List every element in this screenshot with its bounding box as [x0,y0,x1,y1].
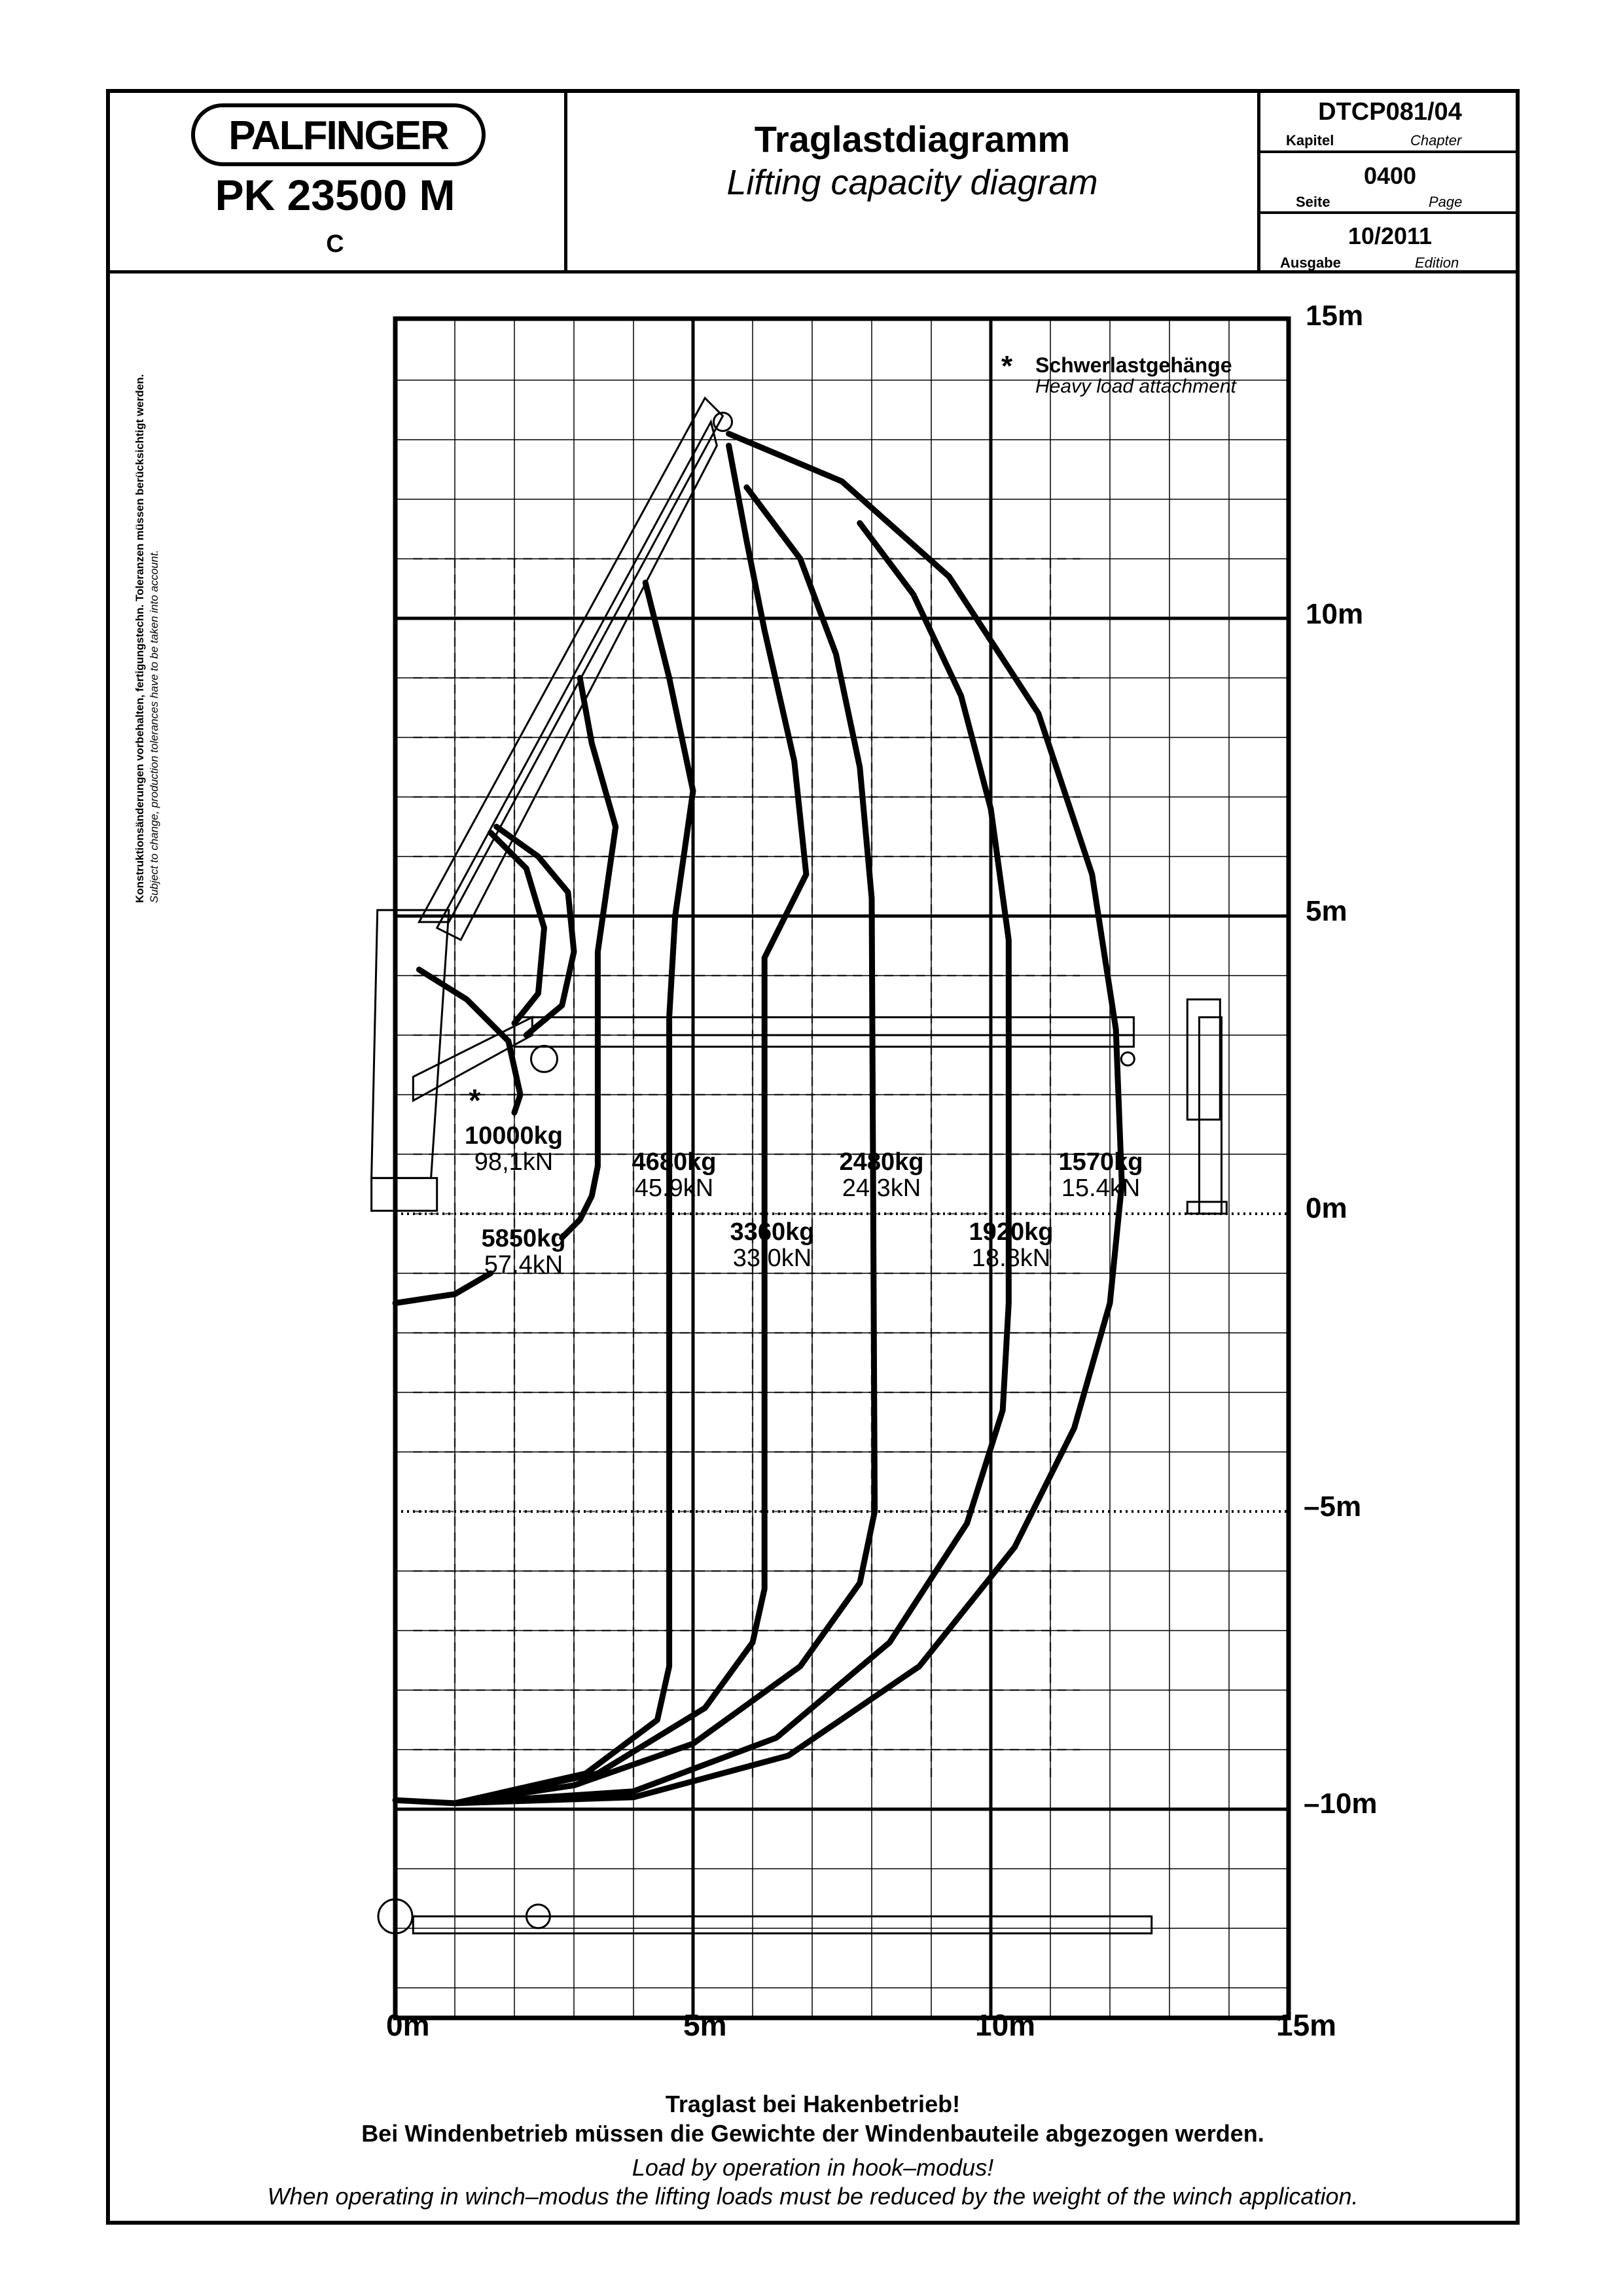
curve-2480kg [452,484,878,1807]
load-star: * [469,1084,481,1118]
capacity-curves [392,431,1125,1807]
curve-10000kg-upper [493,824,577,1038]
crane-column [370,909,450,1179]
edition-label-en: Edition [1415,255,1459,271]
header-divider [106,270,1520,274]
model-variant: C [326,230,344,258]
footer-de-line1: Traglast bei Hakenbetrieb! [665,2091,961,2117]
chapter-label-en: Chapter [1410,132,1462,149]
y-tick-5m: 5m [1306,895,1347,927]
main-cylinder [412,1016,533,1103]
load-label-kg: 1570kg [1058,1148,1143,1176]
grid-major [393,316,1291,2021]
boom-tip-pulley [713,412,733,433]
load-label-kn: 33.0kN [732,1245,812,1272]
x-tick-10m: 10m [975,2008,1036,2042]
boom-horizontal [513,1016,1135,1048]
y-tick-minus10m: –10m [1304,1788,1378,1820]
edition-number: 10/2011 [1347,222,1433,249]
title-en: Lifting capacity diagram [726,163,1098,202]
footer-de-line2: Bei Windenbetrieb müssen die Gewichte de… [361,2120,1264,2147]
chart-border [393,316,1291,2021]
model-name: PK 23500 M [215,171,455,219]
load-label-kg: 3360kg [730,1218,815,1246]
load-label-kg: 10000kg [464,1122,563,1150]
footer-en-line2: When operating in winch–modus the liftin… [267,2183,1359,2210]
legend-en: Heavy load attachment [1035,376,1236,397]
legend-marker: * [1001,350,1013,382]
y-tick-10m: 10m [1306,598,1364,630]
x-tick-15m: 15m [1276,2008,1337,2042]
page-number: 0400 [1363,162,1417,189]
load-label-kn: 45.9kN [634,1174,714,1202]
load-label-kg: 1920kg [969,1218,1054,1246]
legend-de: Schwerlastgehänge [1035,353,1232,377]
load-label-kg: 4680kg [632,1148,717,1176]
boom-raised [417,396,724,923]
boom-joint [530,1044,558,1073]
brand-logo: PALFINGER [191,103,486,166]
boom-end-pulley [1120,1051,1135,1067]
load-label-kg: 5850kg [481,1225,566,1252]
edition-label-de: Ausgabe [1280,255,1341,271]
load-label-kn: 24.3kN [842,1174,921,1202]
load-label-kg: 2480kg [839,1148,924,1176]
load-label-kn: 15.4kN [1061,1174,1141,1202]
title-de: Traglastdiagramm [754,118,1071,160]
curve-3360kg [452,442,810,1807]
curve-1570kg [392,431,1125,1807]
x-tick-5m: 5m [683,2008,727,2042]
header-right-row-divider-2 [1257,211,1520,214]
curve-10000kg-inner [488,830,547,1027]
header-right-row-divider-1 [1257,150,1520,153]
page-label-en: Page [1429,194,1463,210]
folded-crane-joint [525,1903,551,1930]
load-label-kn: 98,1kN [474,1148,554,1176]
x-tick-0m: 0m [386,2008,430,2042]
curve-1920kg [452,520,1012,1807]
y-tick-minus5m: –5m [1304,1491,1362,1523]
header-col-divider-1 [564,89,567,272]
page-label-de: Seite [1296,194,1330,210]
brand-name: PALFINGER [228,113,450,158]
doc-code: DTCP081/04 [1318,98,1462,126]
outrigger-foot [1186,1201,1228,1215]
folded-boom [412,1915,1153,1935]
footer-en-line1: Load by operation in hook–modus! [632,2154,994,2181]
y-tick-0m: 0m [1306,1192,1347,1224]
header-col-divider-2 [1257,89,1260,272]
y-tick-15m: 15m [1306,300,1364,332]
outrigger-leg [1186,998,1221,1121]
curve-5850kg [559,675,619,1241]
load-label-kn: 18.8kN [971,1245,1051,1272]
crane-base [370,1176,438,1212]
load-label-kn: 57.4kN [484,1251,563,1279]
crane-drawing [370,396,1228,1982]
curve-lower-left [392,1270,494,1306]
curve-heavy-lower [416,966,524,1116]
chapter-label-de: Kapitel [1286,132,1334,149]
page-frame [106,89,1520,2225]
boom-raised-inner [435,419,718,942]
outrigger-column [1198,1016,1222,1215]
